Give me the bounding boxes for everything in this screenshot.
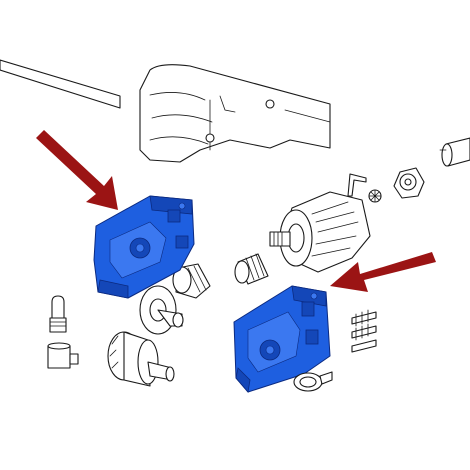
gearbox-half-right — [233, 285, 331, 393]
spring-clip — [293, 371, 333, 392]
dowel-pins — [351, 309, 377, 353]
worm-screw — [234, 253, 269, 285]
arrow-to-right-gearbox — [330, 252, 436, 292]
allen-key — [347, 173, 367, 197]
small-pinion — [368, 189, 382, 203]
capacitor — [439, 137, 470, 167]
motor-housing-cover — [0, 59, 331, 163]
output-shaft-gear — [107, 331, 175, 387]
drive-gear-pinion — [172, 263, 211, 299]
lamp-holder — [47, 342, 79, 369]
electric-motor — [269, 191, 371, 273]
limit-switch-cam — [393, 167, 425, 199]
bulb — [49, 295, 67, 333]
arrow-to-left-gearbox — [36, 130, 118, 210]
gear-wheel — [139, 285, 184, 335]
gearbox-half-left — [93, 195, 195, 299]
